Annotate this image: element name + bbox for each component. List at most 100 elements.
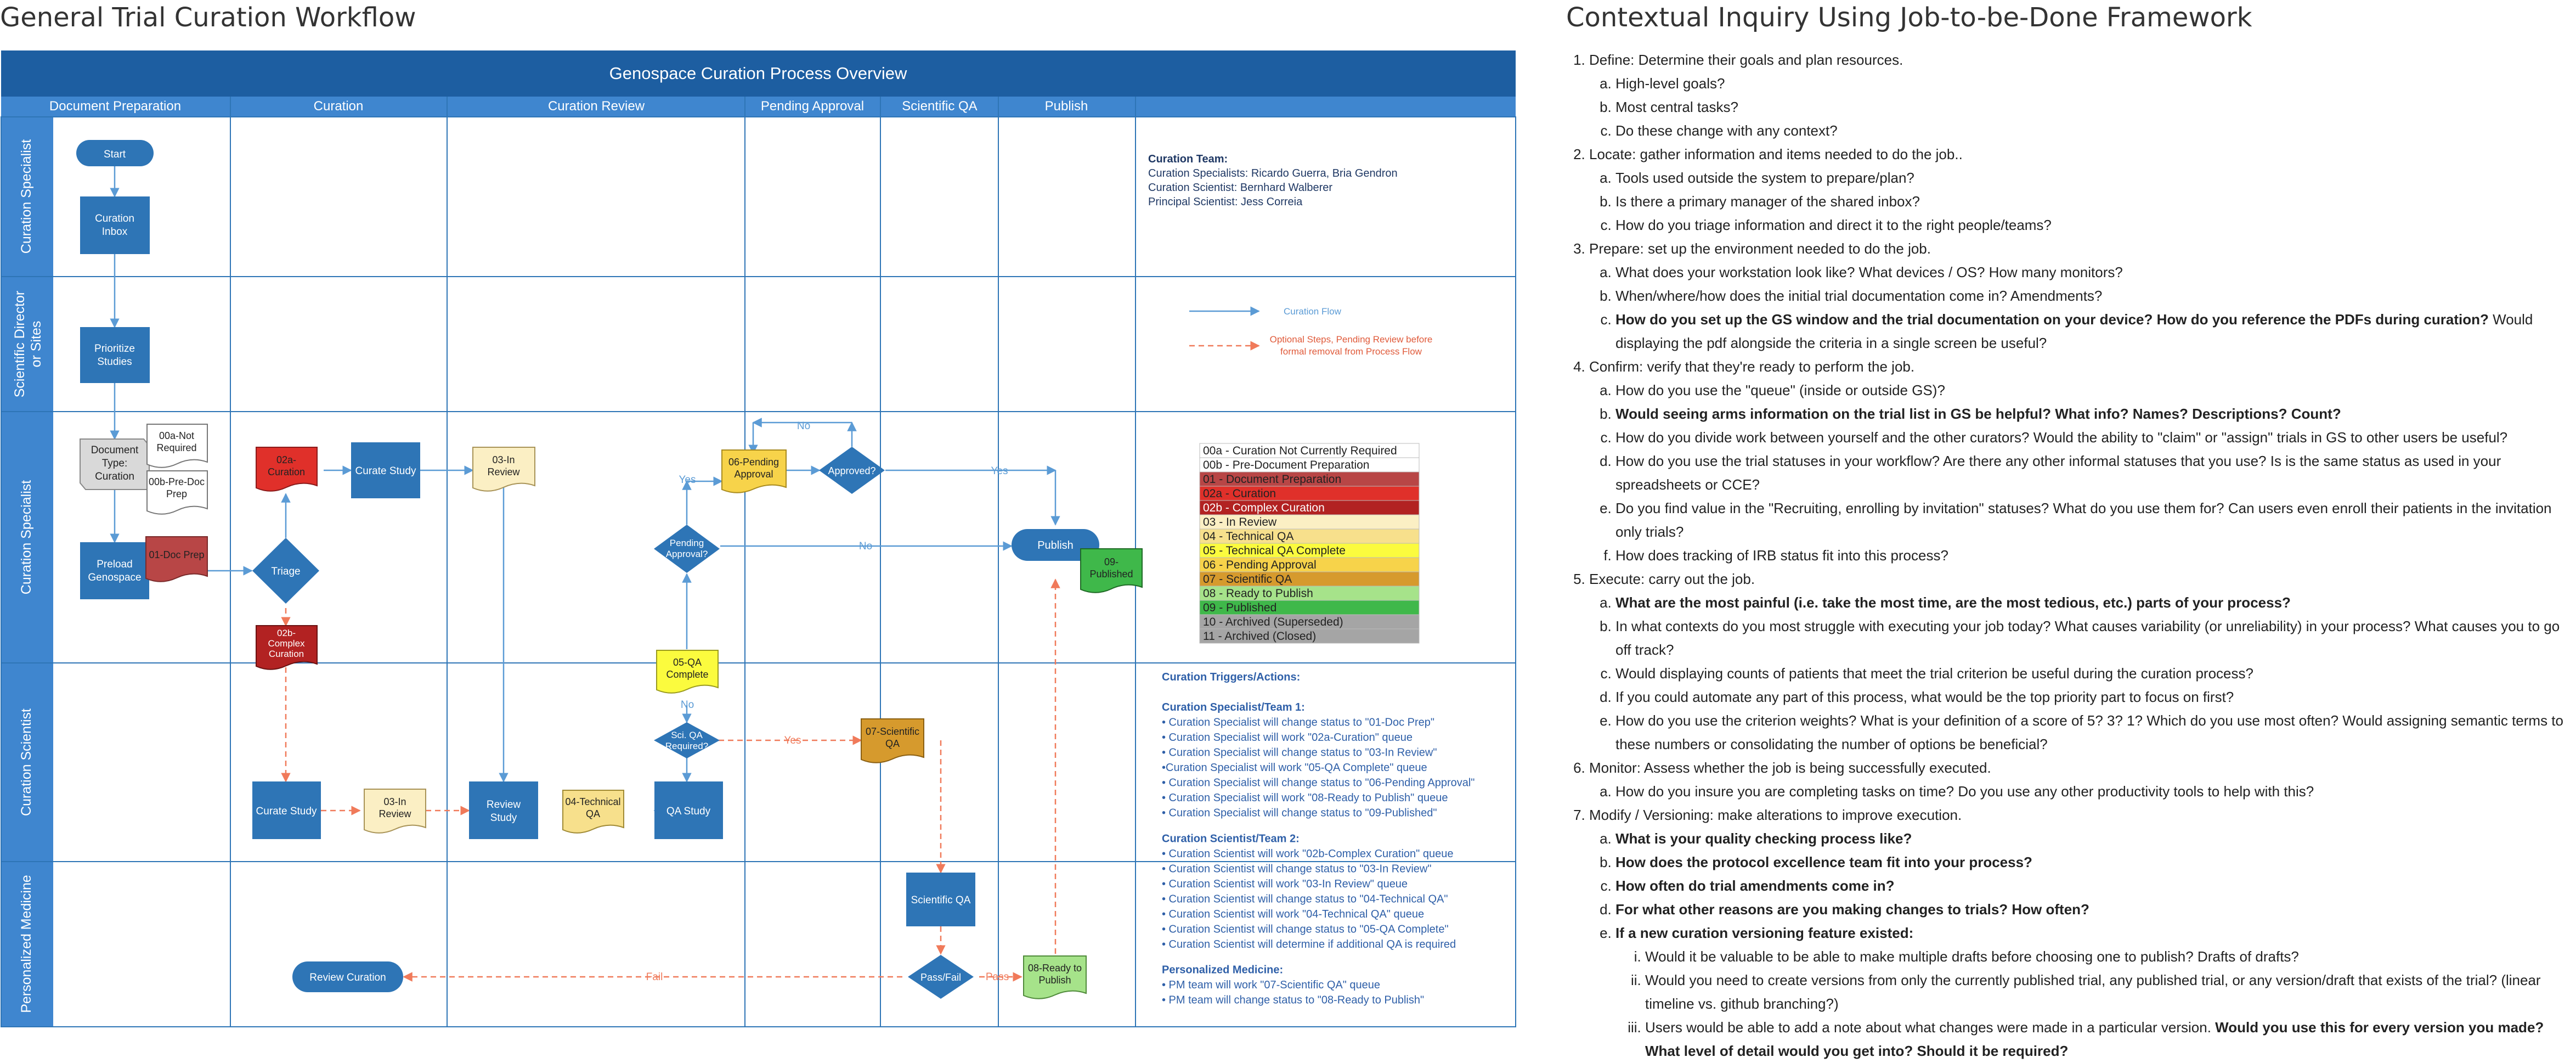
inquiry-question: Most central tasks? bbox=[1615, 95, 2570, 119]
question-text: Would you need to create versions from o… bbox=[1645, 972, 2541, 1012]
question-text: How do you triage information and direct… bbox=[1615, 217, 2052, 233]
inquiry-step-label: Define: Determine their goals and plan r… bbox=[1589, 52, 1903, 68]
scientific-qa-box bbox=[906, 873, 975, 926]
question-bold-text: How often do trial amendments come in? bbox=[1615, 878, 1895, 894]
inquiry-question: If you could automate any part of this p… bbox=[1615, 685, 2570, 709]
question-text: High-level goals? bbox=[1615, 75, 1725, 92]
not-required-doc bbox=[146, 424, 208, 468]
question-text: How do you use the "queue" (inside or ou… bbox=[1615, 382, 1945, 398]
inquiry-question: How do you use the "queue" (inside or ou… bbox=[1615, 379, 2570, 402]
approved-label: Approved? bbox=[828, 465, 875, 476]
triggers-team2-item: • Curation Scientist will work "03-In Re… bbox=[1162, 878, 1408, 890]
pending-approval-decision bbox=[654, 525, 720, 573]
question-bold-text: How do you set up the GS window and the … bbox=[1615, 311, 2489, 328]
status-legend-label: 06 - Pending Approval bbox=[1203, 559, 1317, 571]
question-text: Would displaying the pdf alongside the c… bbox=[1615, 311, 2533, 351]
question-text: Users would be able to add a note about … bbox=[1645, 1019, 2211, 1036]
inquiry-subquestion: Would you need to create versions from o… bbox=[1645, 969, 2570, 1016]
inquiry-question: What does your workstation look like? Wh… bbox=[1615, 261, 2570, 284]
column-header-strip bbox=[1, 97, 1516, 117]
inquiry-question: If a new curation versioning feature exi… bbox=[1615, 921, 2570, 1063]
pending-approval-doc-label-2: Approval bbox=[734, 469, 773, 480]
inquiry-question: When/where/how does the initial trial do… bbox=[1615, 284, 2570, 308]
published-09-doc bbox=[1080, 548, 1143, 593]
inquiry-step: Execute: carry out the job.What are the … bbox=[1589, 567, 2570, 756]
question-text: Would it be valuable to be able to make … bbox=[1645, 948, 2299, 965]
approved-decision bbox=[819, 447, 885, 494]
inquiry-step-label: Locate: gather information and items nee… bbox=[1589, 146, 1963, 162]
edge-label-yes-3: Yes bbox=[784, 735, 801, 746]
curation-team-line-2: Curation Scientist: Bernhard Walberer bbox=[1148, 182, 1332, 194]
in-review-bottom-doc bbox=[364, 789, 426, 834]
pending-approval-06-doc bbox=[721, 449, 787, 493]
inquiry-question: How do you triage information and direct… bbox=[1615, 213, 2570, 237]
prioritize-label-2: Studies bbox=[97, 356, 132, 368]
triggers-team2-item: • Curation Scientist will work "04-Techn… bbox=[1162, 908, 1424, 920]
question-text: Most central tasks? bbox=[1615, 99, 1738, 115]
triggers-team1-item: • Curation Specialist will change status… bbox=[1162, 807, 1437, 819]
lane-curation-specialist-2: Curation Specialist bbox=[19, 480, 34, 594]
lane-scientific-director-line: Scientific Director bbox=[12, 291, 27, 398]
edge-label-yes-2: Yes bbox=[991, 465, 1008, 477]
question-bold-text: What is your quality checking process li… bbox=[1615, 830, 1912, 847]
complex-label-3: Curation bbox=[269, 649, 304, 659]
status-legend-row bbox=[1199, 543, 1420, 558]
status-legend-label: 01 - Document Preparation bbox=[1203, 473, 1341, 486]
pass-fail-label: Pass/Fail bbox=[920, 972, 961, 983]
inquiry-question: What are the most painful (i.e. take the… bbox=[1615, 591, 2570, 615]
inquiry-questions: What does your workstation look like? Wh… bbox=[1589, 261, 2570, 355]
triggers-team1-item: • Curation Specialist will change status… bbox=[1162, 717, 1434, 729]
lane-personalized-medicine: Personalized Medicine bbox=[19, 875, 34, 1013]
preload-genospace-box bbox=[80, 542, 149, 599]
inquiry-question: Do you find value in the "Recruiting, en… bbox=[1615, 497, 2570, 544]
triage-label: Triage bbox=[271, 566, 300, 577]
status-legend-row bbox=[1199, 614, 1420, 629]
question-text: How do you use the trial statuses in you… bbox=[1615, 453, 2501, 493]
curation-team-title: Curation Team: bbox=[1148, 153, 1228, 165]
inquiry-step: Monitor: Assess whether the job is being… bbox=[1589, 756, 2570, 803]
question-text: How do you use the criterion weights? Wh… bbox=[1615, 712, 2563, 752]
in-review-top-label-1: 03-In bbox=[492, 454, 515, 465]
triggers-team2-title: Curation Scientist/Team 2: bbox=[1162, 833, 1300, 845]
legend-optional-label-2: formal removal from Process Flow bbox=[1280, 346, 1422, 357]
column-scientific-qa: Scientific QA bbox=[902, 99, 977, 114]
inquiry-questions: How do you use the "queue" (inside or ou… bbox=[1589, 379, 2570, 567]
inquiry-subquestions: Would it be valuable to be able to make … bbox=[1615, 945, 2570, 1063]
doc-prep-01-doc bbox=[145, 536, 208, 582]
triggers-team1-item: • Curation Specialist will work "08-Read… bbox=[1162, 792, 1448, 804]
preload-label-2: Genospace bbox=[88, 572, 141, 583]
review-study-label-1: Review bbox=[487, 799, 521, 811]
status-legend-label: 02b - Complex Curation bbox=[1203, 502, 1325, 514]
scientific-qa-07-label-2: QA bbox=[885, 738, 900, 749]
prioritize-studies-box bbox=[80, 327, 150, 383]
in-review-top-doc bbox=[472, 447, 535, 492]
inquiry-step-label: Modify / Versioning: make alterations to… bbox=[1589, 807, 1962, 823]
preload-label-1: Preload bbox=[97, 559, 133, 570]
inquiry-question: How does the protocol excellence team fi… bbox=[1615, 851, 2570, 874]
process-flow-diagram: Genospace Curation Process Overview Docu… bbox=[1, 50, 1516, 1027]
question-text: If you could automate any part of this p… bbox=[1615, 689, 2234, 705]
question-text: Tools used outside the system to prepare… bbox=[1615, 170, 1914, 186]
doc-type-label-1: Document bbox=[91, 445, 139, 456]
curate-study-top-label: Curate Study bbox=[355, 465, 416, 477]
inquiry-questions: Tools used outside the system to prepare… bbox=[1589, 166, 2570, 237]
curation-02a-doc bbox=[256, 447, 318, 492]
triggers-actions: Curation Triggers/Actions:Curation Speci… bbox=[1162, 671, 1475, 1006]
sci-qa-label-2: Required? bbox=[665, 741, 708, 751]
status-legend-label: 11 - Archived (Closed) bbox=[1203, 630, 1316, 643]
question-bold-text: What are the most painful (i.e. take the… bbox=[1615, 594, 2291, 611]
question-text: Is there a primary manager of the shared… bbox=[1615, 193, 1920, 210]
triggers-pm-item: • PM team will change status to "08-Read… bbox=[1162, 994, 1424, 1006]
inquiry-step-label: Monitor: Assess whether the job is being… bbox=[1589, 760, 1991, 776]
inquiry-question: For what other reasons are you making ch… bbox=[1615, 898, 2570, 921]
question-bold-text: If a new curation versioning feature exi… bbox=[1615, 925, 1914, 941]
inquiry-question: Is there a primary manager of the shared… bbox=[1615, 190, 2570, 213]
inquiry-questions: What are the most painful (i.e. take the… bbox=[1589, 591, 2570, 756]
legend-flow-label: Curation Flow bbox=[1284, 306, 1342, 317]
review-study-box bbox=[469, 781, 538, 839]
question-text: Do these change with any context? bbox=[1615, 122, 1838, 139]
diagram-header-bar bbox=[1, 50, 1516, 97]
curation-team-line-3: Principal Scientist: Jess Correia bbox=[1148, 196, 1303, 208]
curate-study-bottom-box bbox=[252, 781, 321, 839]
in-review-bottom-label-2: Review bbox=[379, 808, 411, 819]
